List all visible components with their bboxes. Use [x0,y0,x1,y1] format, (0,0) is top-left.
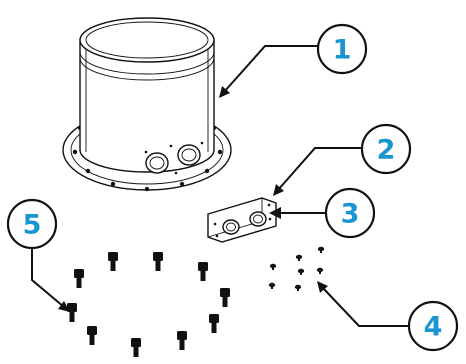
housing-part [62,17,232,192]
leader-2 [273,147,365,196]
small-screws-part [268,246,325,291]
callout-3: 3 [324,187,376,239]
hex-bolt [87,326,97,345]
callout-2-number: 2 [377,135,396,166]
small-screw [316,267,324,274]
leader-3 [269,207,326,219]
gland-plate-port-right [249,211,267,227]
hex-bolt [198,262,208,281]
hex-bolt [74,269,84,288]
callout-1-number: 1 [333,35,352,66]
hex-bolt [67,303,77,322]
hex-bolt [108,252,118,271]
small-screw [294,284,302,291]
cable-port-right [177,144,201,166]
callout-4: 4 [407,300,459,352]
small-screw [295,254,303,261]
hex-bolt [209,314,219,333]
cable-port-left [145,152,169,174]
callout-5-number: 5 [23,210,42,241]
leader-1 [219,45,320,98]
leader-5 [31,247,70,312]
small-screw [268,282,276,289]
hex-bolt [153,252,163,271]
small-screw [317,246,325,253]
leader-4 [317,281,410,327]
hex-bolt [220,288,230,307]
small-screw [297,268,305,275]
callout-3-number: 3 [341,199,360,230]
callout-2: 2 [360,123,412,175]
hex-bolt [131,338,141,357]
gland-plate-part [207,197,277,243]
hex-bolts-part [67,252,230,357]
callout-4-number: 4 [424,312,443,343]
hex-bolt [177,331,187,350]
callout-5: 5 [6,198,58,250]
small-screw [269,263,277,270]
gland-plate-port-left [222,219,240,235]
callout-1: 1 [316,23,368,75]
